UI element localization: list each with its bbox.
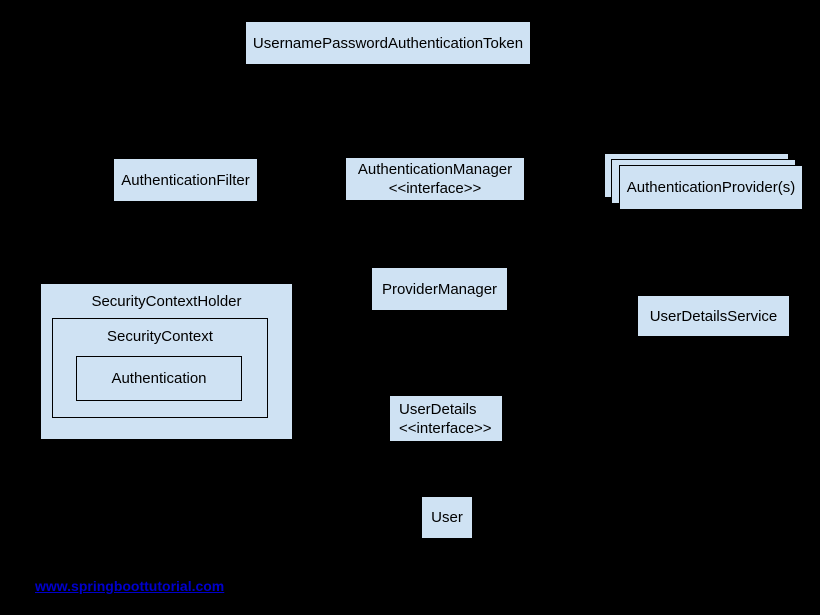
node-label: AuthenticationProvider(s)	[626, 179, 796, 196]
node-user: User	[421, 496, 473, 539]
node-label: UserDetailsService	[649, 307, 778, 325]
node-authentication: Authentication	[76, 356, 242, 401]
node-label: User	[431, 509, 463, 526]
node-label: AuthenticationManager	[357, 161, 513, 178]
node-authentication-providers: AuthenticationProvider(s)	[619, 165, 803, 210]
node-label: Authentication	[111, 370, 207, 387]
node-stereotype: <<interface>>	[388, 180, 482, 197]
website-link[interactable]: www.springboottutorial.com	[35, 578, 225, 594]
node-authentication-filter: AuthenticationFilter	[113, 158, 258, 202]
node-label: UserDetails	[399, 400, 477, 418]
node-user-details-service: UserDetailsService	[637, 295, 790, 337]
node-label: ProviderManager	[381, 280, 498, 298]
node-stereotype: <<interface>>	[399, 419, 492, 437]
node-username-password-authentication-token: UsernamePasswordAuthenticationToken	[245, 21, 531, 65]
node-security-context-holder: SecurityContextHolder SecurityContext Au…	[40, 283, 293, 440]
node-label: UsernamePasswordAuthenticationToken	[252, 34, 524, 52]
node-label: SecurityContextHolder	[91, 293, 242, 310]
node-authentication-manager: AuthenticationManager <<interface>>	[345, 157, 525, 201]
node-label: AuthenticationFilter	[121, 171, 250, 189]
node-label: SecurityContext	[107, 328, 213, 345]
node-user-details: UserDetails <<interface>>	[389, 395, 503, 442]
node-provider-manager: ProviderManager	[371, 267, 508, 311]
node-security-context: SecurityContext Authentication	[52, 318, 268, 418]
